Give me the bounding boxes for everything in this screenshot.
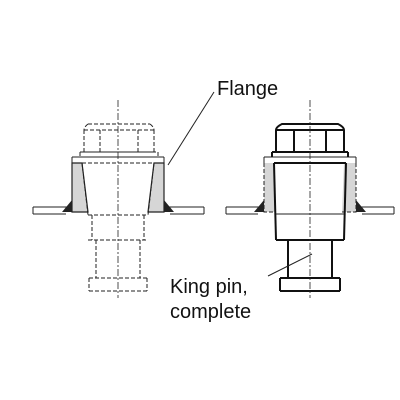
left-assembly-view: [32, 100, 205, 298]
left-body-dashed: [81, 162, 155, 292]
right-plate: [225, 206, 395, 215]
flange-leader-line: [167, 91, 215, 166]
right-assembly-view: [225, 100, 395, 298]
king-pin-label-line-2: complete: [170, 301, 251, 323]
king-pin-leader-line: [267, 253, 313, 277]
left-plate: [32, 206, 205, 215]
flange-label: Flange: [217, 78, 278, 100]
king-pin-label-line-1: King pin,: [170, 276, 248, 298]
left-nut-dashed: [79, 123, 159, 157]
